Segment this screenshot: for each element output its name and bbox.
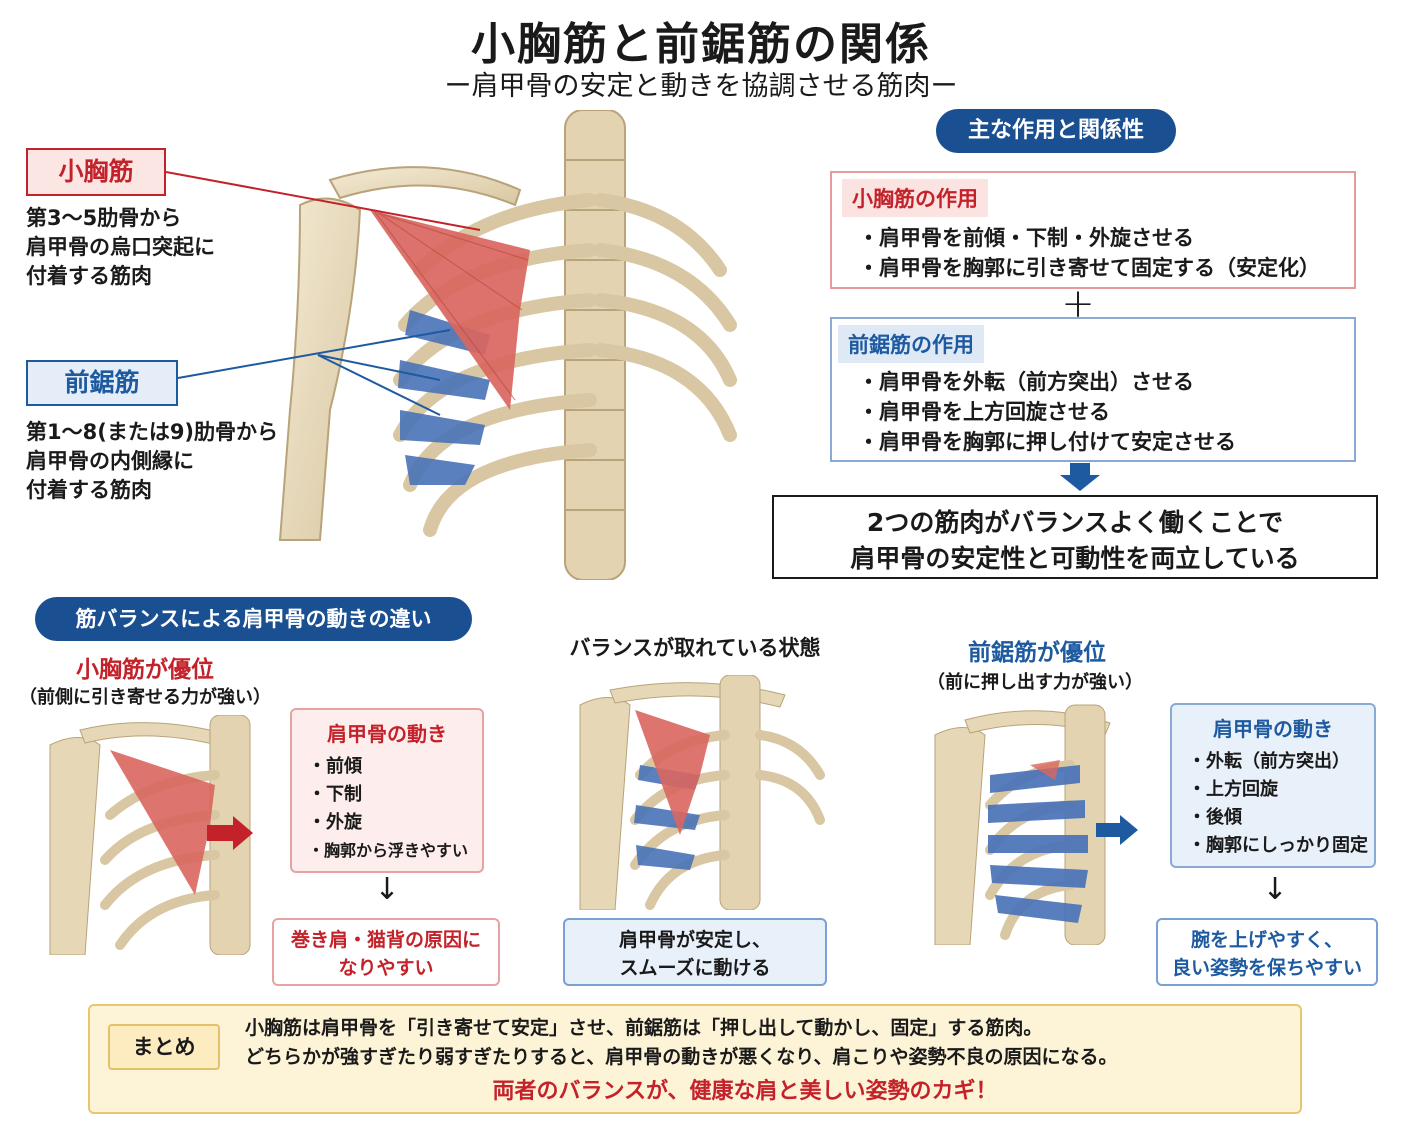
page-subtitle: ー肩甲骨の安定と動きを協調させる筋肉ー xyxy=(444,71,958,102)
serratus-actions-card: 前鋸筋の作用 肩甲骨を外転（前方突出）させる 肩甲骨を上方回旋させる 肩甲骨を胸… xyxy=(830,317,1356,462)
balanced-title: バランスが取れている状態 xyxy=(569,636,821,660)
pec-minor-description: 第3〜5肋骨から 肩甲骨の烏口突起に 付着する筋肉 xyxy=(26,206,215,288)
down-arrow-icon: ↓ xyxy=(374,872,400,907)
pec-dominant-illustration xyxy=(49,715,251,955)
serratus-label: 前鋸筋 xyxy=(26,360,178,406)
list-item: 胸郭にしっかり固定 xyxy=(1188,832,1374,860)
serratus-dominant-card-title: 肩甲骨の動き xyxy=(1213,717,1333,741)
list-item: 肩甲骨を外転（前方突出）させる xyxy=(858,367,1354,397)
humerus-bone xyxy=(278,197,362,541)
balanced-illustration xyxy=(579,675,825,910)
list-item: 肩甲骨を胸郭に押し付けて安定させる xyxy=(858,427,1354,457)
serratus-actions-title: 前鋸筋の作用 xyxy=(838,325,984,363)
list-item: 肩甲骨を胸郭に引き寄せて固定する（安定化） xyxy=(858,253,1354,283)
list-item: 胸郭から浮きやすい xyxy=(308,837,482,865)
conclusion-box: 2つの筋肉がバランスよく働くことで 肩甲骨の安定性と可動性を両立している xyxy=(772,495,1378,579)
balance-header: 筋バランスによる肩甲骨の動きの違い xyxy=(35,597,472,641)
summary-text: 小胸筋は肩甲骨を「引き寄せて安定」させ、前鋸筋は「押し出して動かし、固定」する筋… xyxy=(245,1017,1118,1068)
actions-header: 主な作用と関係性 xyxy=(936,109,1176,153)
serratus-dominant-illustration xyxy=(934,704,1111,945)
summary-box xyxy=(88,1004,1302,1114)
right-arrow-icon xyxy=(1096,815,1138,845)
spine xyxy=(564,110,626,580)
balanced-result: 肩甲骨が安定し、 スムーズに動ける xyxy=(563,918,827,986)
shoulder-skeleton-illustration xyxy=(278,110,737,580)
list-item: 外旋 xyxy=(308,809,482,837)
right-arrow-icon xyxy=(207,816,253,850)
pec-minor-actions-card: 小胸筋の作用 肩甲骨を前傾・下制・外旋させる 肩甲骨を胸郭に引き寄せて固定する（… xyxy=(830,171,1356,289)
down-arrow-icon xyxy=(1060,463,1100,491)
list-item: 肩甲骨を前傾・下制・外旋させる xyxy=(858,223,1354,253)
pec-dominant-card-title: 肩甲骨の動き xyxy=(327,722,447,746)
pec-dominant-title: 小胸筋が優位 xyxy=(76,657,214,683)
serratus-dominant-subtitle: （前に押し出す力が強い） xyxy=(927,672,1143,693)
list-item: 外転（前方突出） xyxy=(1188,748,1374,776)
serratus-dominant-result: 腕を上げやすく、 良い姿勢を保ちやすい xyxy=(1156,918,1378,986)
clavicle-bone xyxy=(328,166,522,207)
summary-tag: まとめ xyxy=(108,1024,220,1070)
list-item: 肩甲骨を上方回旋させる xyxy=(858,397,1354,427)
list-item: 後傾 xyxy=(1188,804,1374,832)
pec-dominant-subtitle: （前側に引き寄せる力が強い） xyxy=(19,687,271,708)
pec-minor-label: 小胸筋 xyxy=(26,148,166,196)
serratus-dominant-card: 肩甲骨の動き 外転（前方突出） 上方回旋 後傾 胸郭にしっかり固定 xyxy=(1170,703,1376,868)
down-arrow-icon: ↓ xyxy=(1262,872,1288,907)
list-item: 上方回旋 xyxy=(1188,776,1374,804)
page-title: 小胸筋と前鋸筋の関係 xyxy=(471,19,931,70)
serratus-description: 第1〜8(または9)肋骨から 肩甲骨の内側縁に 付着する筋肉 xyxy=(26,420,279,502)
list-item: 下制 xyxy=(308,781,482,809)
pec-dominant-card: 肩甲骨の動き 前傾 下制 外旋 胸郭から浮きやすい xyxy=(290,708,484,873)
pec-dominant-result: 巻き肩・猫背の原因に なりやすい xyxy=(272,918,500,986)
summary-emphasis: 両者のバランスが、健康な肩と美しい姿勢のカギ！ xyxy=(492,1079,998,1104)
serratus-dominant-title: 前鋸筋が優位 xyxy=(968,640,1106,666)
list-item: 前傾 xyxy=(308,753,482,781)
leader-lines xyxy=(165,171,481,416)
pec-minor-actions-title: 小胸筋の作用 xyxy=(842,179,988,217)
